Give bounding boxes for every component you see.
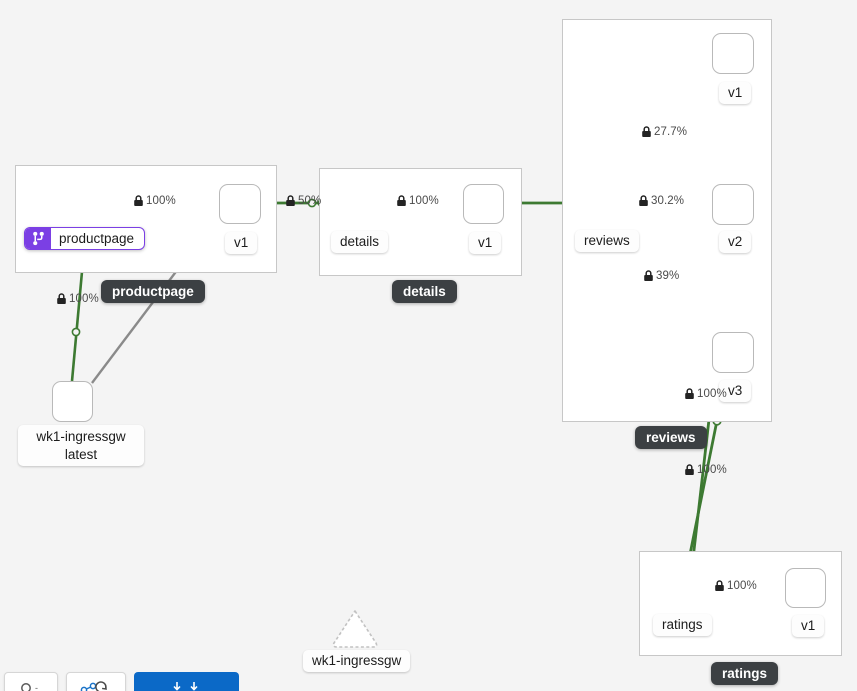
node-label-reviews-v1: v1 xyxy=(719,82,752,104)
workflow-icon xyxy=(25,228,51,249)
graph-tools-button[interactable] xyxy=(66,672,126,691)
node-reviews-v1[interactable] xyxy=(712,33,754,74)
primary-action-button[interactable] xyxy=(134,672,239,691)
node-reviews-v3[interactable] xyxy=(712,332,754,373)
node-details-v1[interactable] xyxy=(463,184,504,224)
svg-text:-: - xyxy=(35,683,38,691)
node-ratings-v1[interactable] xyxy=(785,568,826,608)
bottom-toolbar[interactable]: - xyxy=(0,672,239,691)
node-label-productpage-v1: v1 xyxy=(225,232,258,254)
node-label-details-v1: v1 xyxy=(469,232,502,254)
ingressgw-version-line: latest xyxy=(64,446,98,462)
zoom-out-icon: - xyxy=(21,683,38,691)
cluster-badge-productpage[interactable]: productpage xyxy=(101,280,205,303)
node-productpage-v1[interactable] xyxy=(219,184,261,224)
node-label-ratings-service: ratings xyxy=(653,614,712,636)
legend-icon xyxy=(80,681,107,691)
download-icon xyxy=(172,682,198,691)
node-label-ratings-v1: v1 xyxy=(792,615,825,637)
cluster-badge-details[interactable]: details xyxy=(392,280,457,303)
node-label-ingressgw-service: wk1-ingressgw xyxy=(303,650,411,672)
node-reviews-v2[interactable] xyxy=(712,184,754,225)
node-ingressgw-service[interactable] xyxy=(332,610,378,648)
node-label-details-service: details xyxy=(331,231,389,253)
node-ingressgw-workload[interactable] xyxy=(52,381,93,422)
node-label-reviews-v3: v3 xyxy=(719,380,752,402)
cluster-badge-ratings[interactable]: ratings xyxy=(711,662,779,685)
zoom-controls-button[interactable]: - xyxy=(4,672,58,691)
selected-node-badge-productpage[interactable]: productpage xyxy=(24,227,146,250)
selected-node-label: productpage xyxy=(59,231,135,246)
node-label-reviews-service: reviews xyxy=(575,230,639,252)
cluster-badge-reviews[interactable]: reviews xyxy=(635,426,707,449)
ingressgw-name-line: wk1-ingressgw xyxy=(36,429,126,444)
node-label-ingressgw-workload: wk1-ingressgw latest xyxy=(18,425,144,467)
node-label-reviews-v2: v2 xyxy=(719,231,752,253)
